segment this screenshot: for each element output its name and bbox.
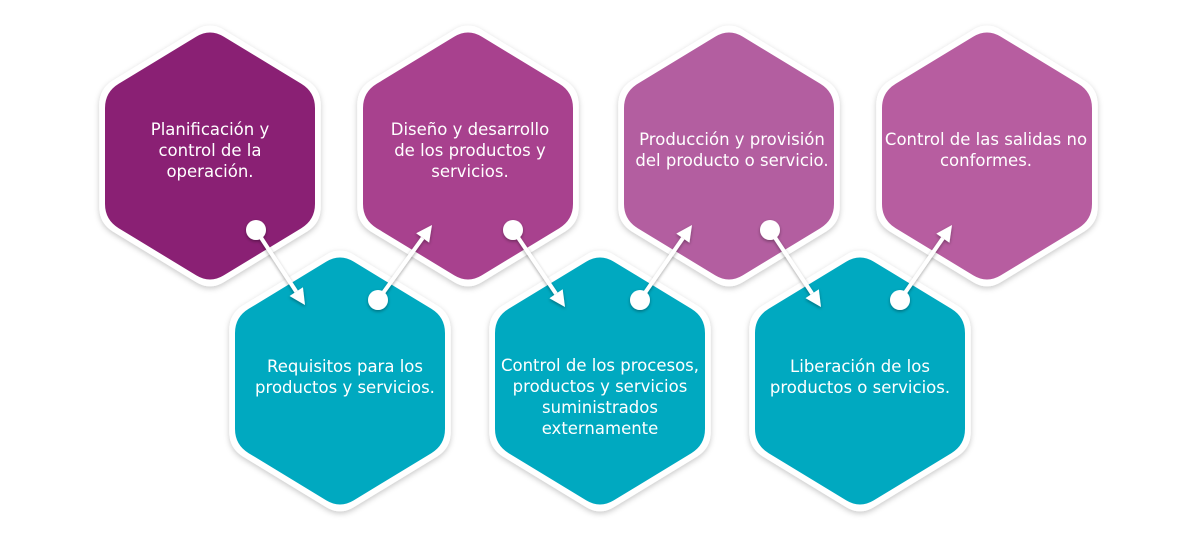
arrow-planificacion-to-requisitos [246, 220, 305, 305]
arrow-produccion-to-liberacion-dot [760, 220, 780, 240]
arrow-control-procesos-to-produccion [630, 225, 692, 310]
hexagon-diseno [357, 25, 579, 287]
hexagon-liberacion-fill [755, 257, 965, 505]
hexagon-produccion-fill [624, 32, 834, 280]
arrow-planificacion-to-requisitos-head [289, 287, 305, 305]
hexagon-diseno-fill [363, 32, 573, 280]
arrow-control-procesos-to-produccion-head [676, 225, 692, 243]
hex-label-control-procesos: Control de los procesos, productos y ser… [500, 356, 700, 438]
hexagon-control-procesos-fill [495, 257, 705, 505]
arrow-produccion-to-liberacion [760, 220, 821, 307]
arrow-liberacion-to-control-salidas-dot [890, 290, 910, 310]
arrow-produccion-to-liberacion-head [805, 289, 821, 307]
arrow-requisitos-to-diseno [368, 225, 432, 310]
arrow-planificacion-to-requisitos-dot [246, 220, 266, 240]
arrow-liberacion-to-control-salidas [890, 225, 952, 310]
hexagon-produccion [618, 25, 840, 287]
hexagon-control-procesos [489, 250, 711, 512]
hex-label-control-salidas: Control de las salidas no conformes. [884, 130, 1088, 170]
arrow-liberacion-to-control-salidas-line [898, 237, 945, 302]
arrow-diseno-to-control-procesos-head [549, 289, 565, 307]
arrow-requisitos-to-diseno-dot [368, 290, 388, 310]
hexagon-requisitos [229, 250, 451, 512]
hexagon-control-salidas [876, 25, 1098, 287]
hex-label-planificacion: Planificación y control de la operación. [150, 119, 270, 181]
arrow-diseno-to-control-procesos-line [511, 228, 558, 295]
hex-label-requisitos: Requisitos para los productos y servicio… [255, 357, 435, 397]
hex-label-liberacion: Liberación de los productos o servicios. [769, 357, 951, 397]
hex-label-diseno: Diseño y desarrollo de los productos y s… [390, 119, 550, 181]
hexagon-planificacion-fill [105, 32, 315, 280]
hex-label-produccion: Producción y provisión del producto o se… [635, 130, 829, 170]
arrow-diseno-to-control-procesos [503, 220, 565, 307]
hexagon-liberacion [749, 250, 971, 512]
arrow-liberacion-to-control-salidas-head [936, 225, 952, 243]
arrow-control-procesos-to-produccion-dot [630, 290, 650, 310]
arrow-diseno-to-control-procesos-dot [503, 220, 523, 240]
arrow-produccion-to-liberacion-line [768, 228, 814, 295]
arrow-control-procesos-to-produccion-line [638, 237, 685, 302]
hexagon-control-salidas-fill [882, 32, 1092, 280]
hexagon-planificacion [99, 25, 321, 287]
hexagon-requisitos-fill [235, 257, 445, 505]
arrow-planificacion-to-requisitos-line [254, 228, 298, 293]
arrow-requisitos-to-diseno-line [376, 236, 425, 302]
arrow-requisitos-to-diseno-head [416, 225, 432, 243]
